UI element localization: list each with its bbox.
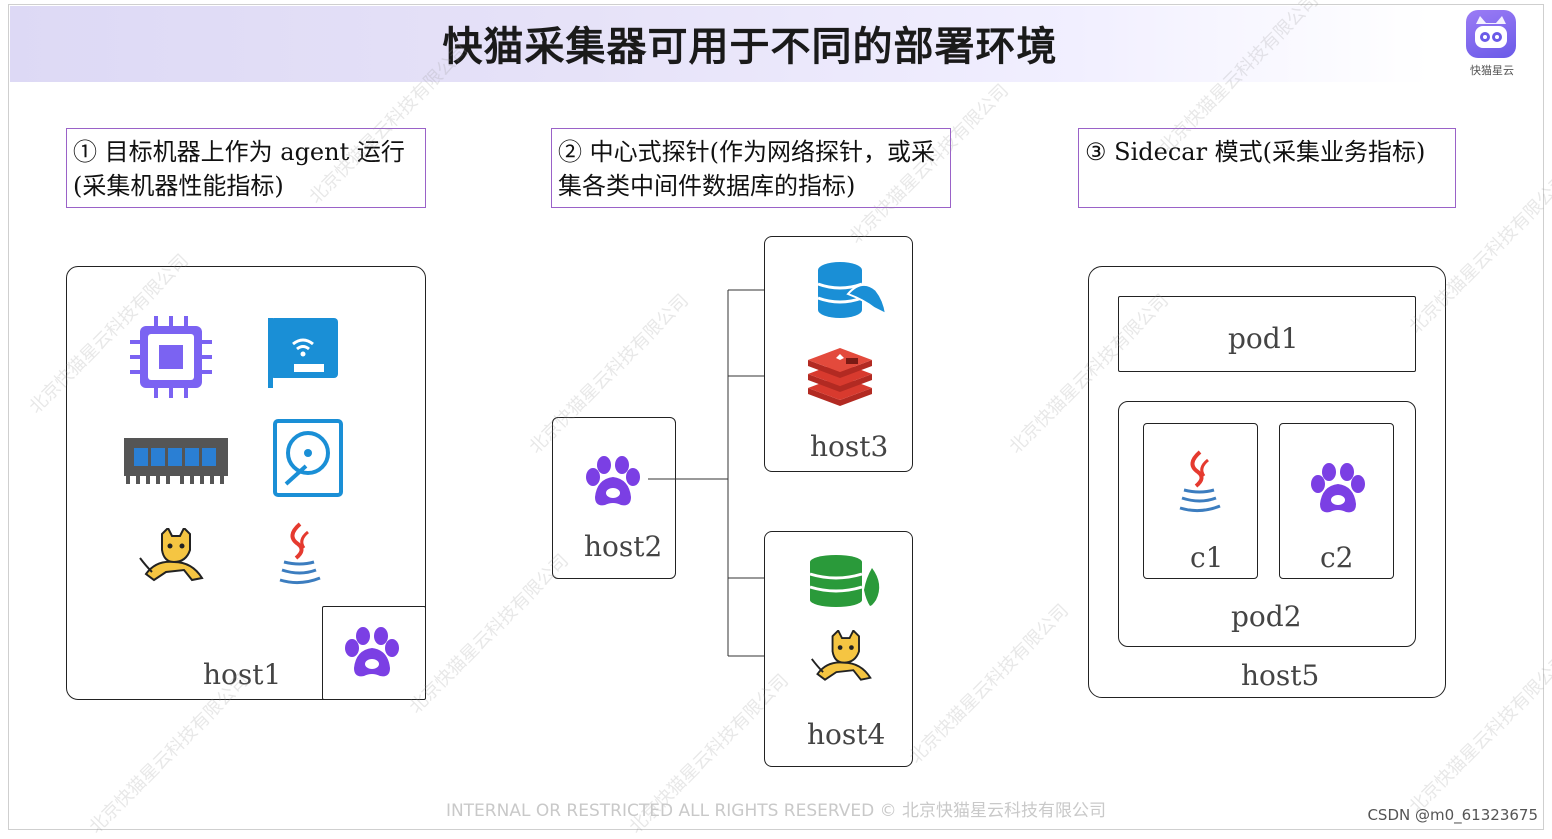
container-c1-label: c1 (1190, 541, 1224, 574)
mongodb-icon (808, 554, 884, 608)
slide-title: 快猫采集器可用于不同的部署环境 (442, 23, 1058, 70)
caption-agent: ① 目标机器上作为 agent 运行(采集机器性能指标) (66, 128, 426, 208)
footer-copyright: INTERNAL OR RESTRICTED ALL RIGHTS RESERV… (445, 801, 1107, 821)
disk-icon (272, 418, 344, 498)
pod2-label: pod2 (1231, 600, 1302, 633)
host1-label: host1 (203, 658, 282, 691)
paw-icon (1310, 462, 1366, 516)
host5-label: host5 (1241, 659, 1320, 692)
caption-sidecar: ③ Sidecar 模式(采集业务指标) (1078, 128, 1456, 208)
host2-label: host2 (584, 530, 663, 563)
java-icon (1176, 450, 1222, 516)
paw-icon (344, 626, 400, 680)
slide-frame (8, 4, 1544, 830)
memory-icon (122, 434, 230, 486)
container-c2-label: c2 (1320, 541, 1354, 574)
source-credit: CSDN @m0_61323675 (1367, 806, 1538, 824)
host4-label: host4 (807, 718, 886, 751)
cpu-icon (128, 314, 214, 400)
host3-label: host3 (810, 430, 889, 463)
caption-probe: ② 中心式探针(作为网络探针，或采集各类中间件数据库的指标) (551, 128, 951, 208)
paw-icon (585, 455, 641, 509)
title-bar (10, 6, 1430, 82)
redis-icon (806, 346, 874, 406)
tomcat-icon (136, 528, 208, 584)
cat-logo-icon (1466, 10, 1516, 58)
java-icon (276, 522, 322, 588)
logo-label: 快猫星云 (1470, 64, 1514, 77)
pod1-box (1118, 296, 1416, 372)
pod1-label: pod1 (1228, 322, 1299, 355)
mysql-icon (814, 260, 888, 320)
tomcat-icon (808, 630, 876, 684)
network-card-icon (266, 316, 340, 388)
